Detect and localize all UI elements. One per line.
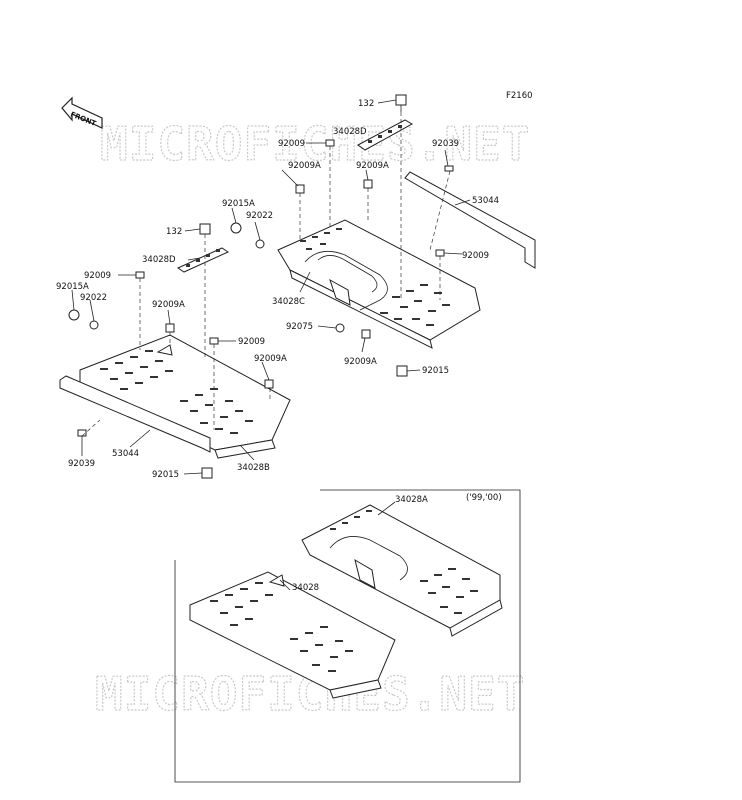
callout-92015a-mid: 92015A [222,199,255,209]
callout-92039-top: 92039 [432,139,459,149]
inset-carrier-34028 [189,571,396,699]
front-carrier-34028b [79,334,291,459]
callout-92015-left: 92015 [152,470,179,480]
watermark-top: MICROFICHES.NET [100,117,530,171]
callout-92009a-left: 92009A [152,300,185,310]
callout-92022-left: 92022 [80,293,107,303]
callout-34028d-top: 34028D [333,127,367,137]
callout-92015a-left: 92015A [56,282,89,292]
callout-92022-mid: 92022 [246,211,273,221]
callout-34028c: 34028C [272,297,305,307]
callout-92009-top: 92009 [278,139,305,149]
year-note: ('99,'00) [466,493,502,503]
callout-53044-left: 53044 [112,449,139,459]
front-arrow-icon: FRONT [61,96,103,129]
callout-34028a: 34028A [395,495,428,505]
rear-bracket-34028d [357,119,414,151]
bolt-icons [68,94,454,479]
rear-side-rail-53044 [404,171,536,269]
callout-132-mid: 132 [166,227,182,237]
callout-92009-r3: 92009 [462,251,489,261]
rear-carrier-34028c [277,219,481,349]
inset-carrier-34028a [301,504,503,637]
callout-92039-left: 92039 [68,459,95,469]
callout-92009a-r4: 92009A [344,357,377,367]
callout-92009-leftmid: 92009 [238,337,265,347]
callout-132-top: 132 [358,99,374,109]
callout-labels: 132 92009 34028D 92009A 92009A 92039 530… [56,99,499,593]
callout-92009a-leftlow: 92009A [254,354,287,364]
callout-34028b: 34028B [237,463,270,473]
callout-92075: 92075 [286,322,313,332]
leader-lines [71,99,471,475]
callout-34028d-mid: 34028D [142,255,176,265]
front-bracket-34028d [176,247,230,273]
assembly-lines [81,112,451,437]
callout-92009a-r1: 92009A [288,161,321,171]
callout-53044-right: 53044 [472,196,499,206]
callout-34028: 34028 [292,583,319,593]
inset-box: ('99,'00) [174,489,521,783]
figure-code: F2160 [506,91,533,101]
callout-92015-right: 92015 [422,366,449,376]
front-side-rail-53044 [59,375,211,453]
callout-92009a-r2: 92009A [356,161,389,171]
callout-92009-left: 92009 [84,271,111,281]
